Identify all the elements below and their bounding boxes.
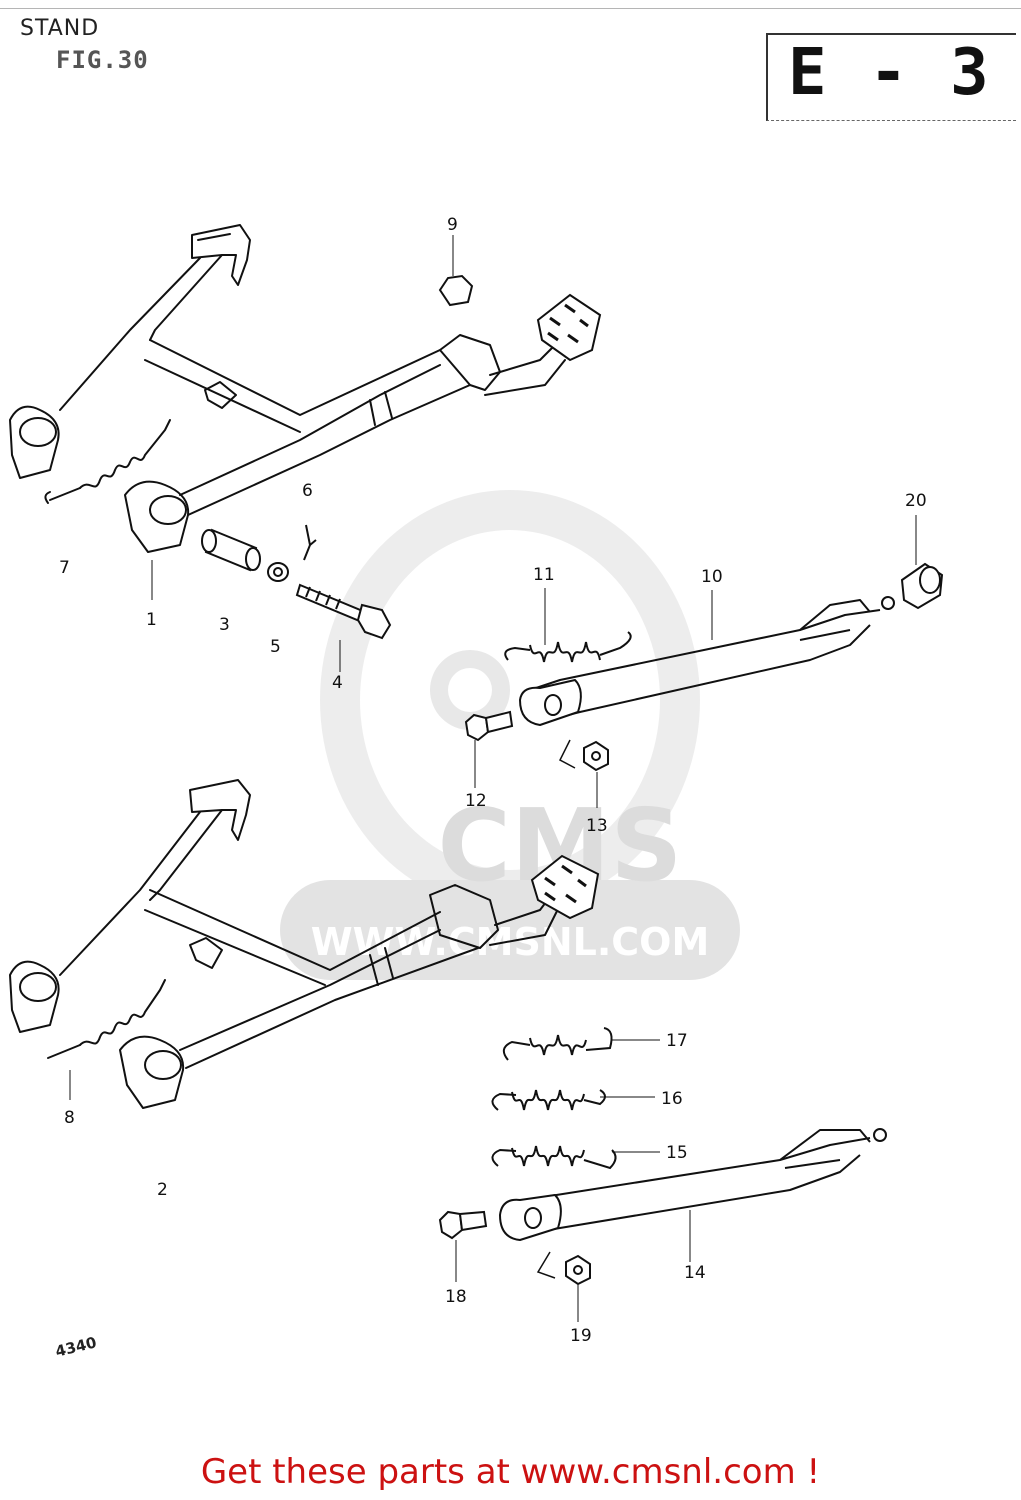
callout-1: 1 bbox=[146, 610, 157, 630]
callout-4: 4 bbox=[332, 673, 343, 693]
bushing bbox=[201, 528, 261, 572]
section-title: STAND bbox=[20, 16, 100, 41]
spring-17 bbox=[502, 1027, 613, 1061]
side-stand-upper bbox=[519, 596, 895, 726]
callout-17: 17 bbox=[666, 1031, 688, 1051]
side-stand-spring-upper bbox=[504, 631, 632, 663]
callout-14: 14 bbox=[684, 1263, 706, 1283]
lock-line-lower bbox=[536, 1251, 556, 1279]
footer-parts-link[interactable]: Get these parts at www.cmsnl.com ! bbox=[200, 1452, 821, 1492]
side-stand-rubber bbox=[900, 562, 944, 610]
spring-16 bbox=[491, 1089, 606, 1111]
side-stand-nut-upper bbox=[583, 740, 609, 772]
callout-6: 6 bbox=[302, 481, 313, 501]
side-stand-bolt-upper bbox=[464, 710, 514, 742]
callout-19: 19 bbox=[570, 1326, 592, 1346]
leader-lines bbox=[69, 235, 917, 1322]
page-code-box bbox=[766, 33, 1016, 121]
stopper-rubber bbox=[438, 274, 474, 307]
washer bbox=[267, 562, 289, 582]
callout-11: 11 bbox=[533, 565, 555, 585]
callout-labels: 1 2 3 4 5 6 7 8 9 10 11 12 13 14 15 16 1… bbox=[59, 215, 927, 1346]
cotter-pin bbox=[303, 524, 317, 561]
top-rule bbox=[0, 8, 1021, 9]
spring-15 bbox=[491, 1145, 617, 1170]
figure-label: FIG.30 bbox=[56, 46, 149, 74]
center-stand-upper bbox=[9, 224, 566, 553]
side-stand-bolt-lower bbox=[438, 1210, 488, 1240]
stand-pedal-rubber-upper bbox=[536, 293, 602, 362]
callout-18: 18 bbox=[445, 1287, 467, 1307]
lock-line-upper bbox=[559, 739, 576, 769]
callout-7: 7 bbox=[59, 558, 70, 578]
callout-8: 8 bbox=[64, 1108, 75, 1128]
callout-10: 10 bbox=[701, 567, 723, 587]
callout-15: 15 bbox=[666, 1143, 688, 1163]
callout-13: 13 bbox=[586, 816, 608, 836]
callout-20: 20 bbox=[905, 491, 927, 511]
pivot-bolt bbox=[295, 583, 392, 640]
callout-5: 5 bbox=[270, 637, 281, 657]
cmsnl-watermark: CMS WWW.CMSNL.COM bbox=[280, 490, 740, 980]
callout-12: 12 bbox=[465, 791, 487, 811]
side-stand-nut-lower bbox=[565, 1254, 591, 1286]
callout-3: 3 bbox=[219, 615, 230, 635]
side-stand-lower bbox=[499, 1128, 887, 1241]
page-code: E - 3 bbox=[788, 36, 991, 110]
stand-pedal-rubber-lower bbox=[530, 854, 600, 920]
callout-2: 2 bbox=[157, 1180, 168, 1200]
callout-9: 9 bbox=[447, 215, 458, 235]
callout-16: 16 bbox=[661, 1089, 683, 1109]
center-stand-lower bbox=[9, 779, 561, 1109]
